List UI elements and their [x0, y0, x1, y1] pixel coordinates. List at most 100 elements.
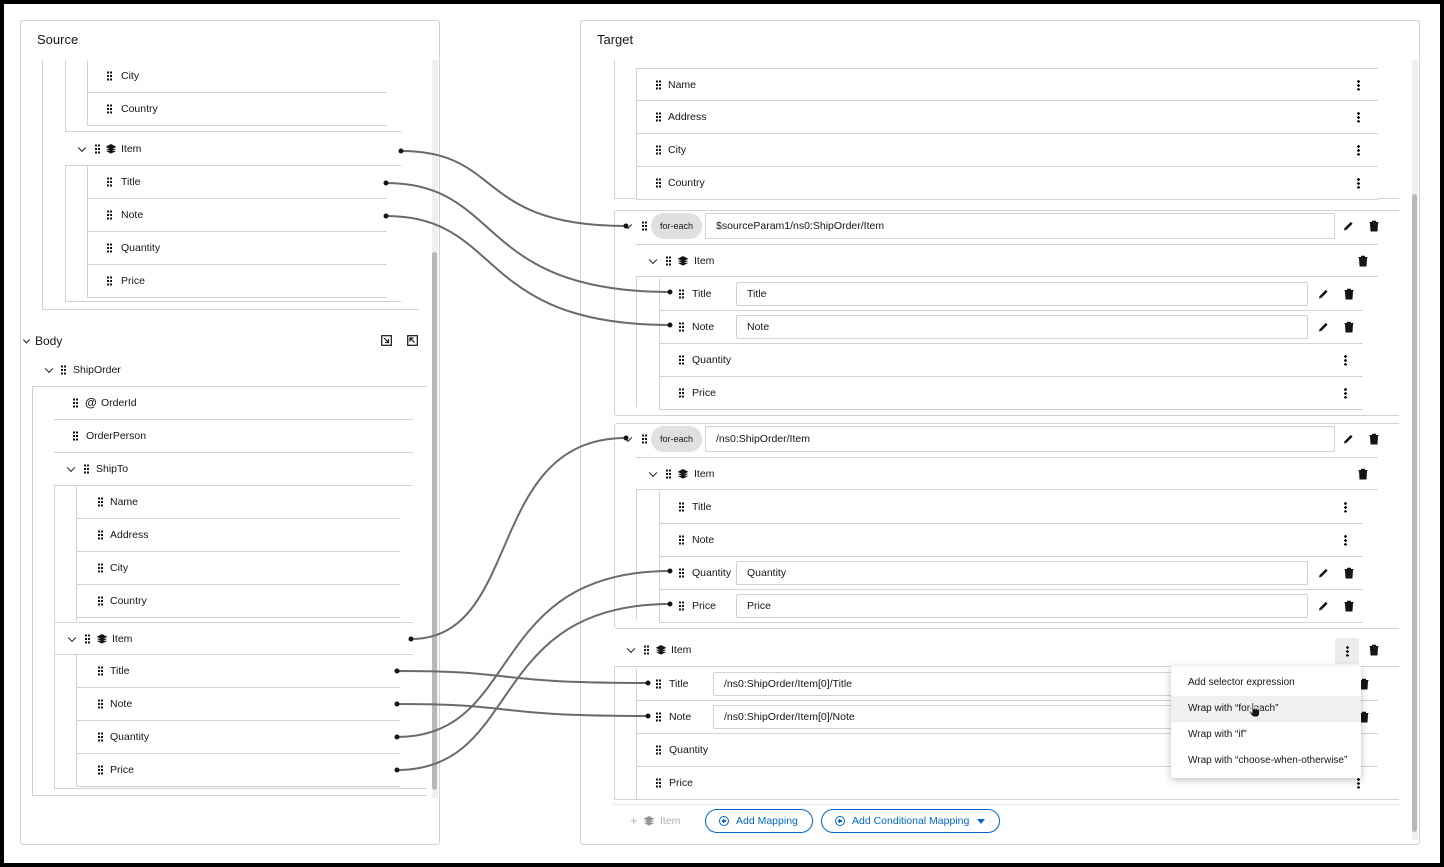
kebab-menu-icon[interactable] [1357, 777, 1360, 789]
target-country-row[interactable]: Country [636, 167, 1378, 200]
drag-handle-icon[interactable] [642, 221, 647, 231]
expand-all-icon[interactable] [407, 335, 418, 346]
drag-handle-icon[interactable] [98, 666, 103, 676]
mapping-expression-field[interactable]: Note [736, 315, 1308, 339]
drag-handle-icon[interactable] [679, 502, 684, 512]
source-shipto-row[interactable]: ShipTo [54, 453, 413, 486]
kebab-menu-icon[interactable] [1345, 645, 1349, 657]
source-shiporder-row[interactable]: ShipOrder [32, 354, 427, 387]
trash-icon[interactable] [1369, 220, 1379, 232]
pencil-icon[interactable] [1318, 601, 1329, 612]
pencil-icon[interactable] [1343, 434, 1354, 445]
drag-handle-icon[interactable] [656, 778, 661, 788]
drag-handle-icon[interactable] [644, 645, 649, 655]
drag-handle-icon[interactable] [666, 256, 671, 265]
kebab-menu-button-active[interactable] [1335, 638, 1359, 664]
chevron-down-icon[interactable] [77, 143, 87, 153]
kebab-menu-icon[interactable] [1357, 144, 1360, 156]
source-scrollbar-thumb[interactable] [432, 252, 437, 790]
for-each-1-item-row[interactable]: Item [636, 244, 1378, 277]
for-each-2-item-row[interactable]: Item [636, 457, 1378, 490]
source-param-title-row[interactable]: Title [87, 166, 387, 199]
drag-handle-icon[interactable] [98, 530, 103, 540]
kebab-menu-icon[interactable] [1357, 177, 1360, 189]
trash-icon[interactable] [1344, 321, 1354, 333]
chevron-down-icon[interactable] [67, 633, 77, 642]
drag-handle-icon[interactable] [107, 104, 112, 114]
trash-icon[interactable] [1358, 468, 1368, 479]
source-param-price-row[interactable]: Price [87, 265, 387, 298]
source-param-quantity-row[interactable]: Quantity [87, 232, 387, 265]
mapping-expression-field[interactable]: Quantity [736, 561, 1308, 585]
add-conditional-mapping-button[interactable]: Add Conditional Mapping [821, 809, 1001, 833]
target-address-row[interactable]: Address [636, 101, 1378, 134]
source-body-header[interactable]: Body [20, 330, 425, 352]
drag-handle-icon[interactable] [107, 71, 112, 81]
drag-handle-icon[interactable] [73, 398, 78, 408]
chevron-down-icon[interactable] [626, 644, 636, 654]
drag-handle-icon[interactable] [679, 388, 684, 398]
trash-icon[interactable] [1359, 711, 1369, 723]
kebab-menu-icon[interactable] [1344, 501, 1347, 513]
drag-handle-icon[interactable] [73, 431, 78, 441]
trash-icon[interactable] [1344, 288, 1354, 300]
drag-handle-icon[interactable] [679, 535, 684, 545]
for-each-1-expression-field[interactable]: $sourceParam1/ns0:ShipOrder/Item [705, 213, 1335, 239]
source-param-country-row[interactable]: Country [87, 93, 387, 126]
source-note-row[interactable]: Note [76, 688, 400, 721]
kebab-menu-icon[interactable] [1357, 79, 1360, 90]
pencil-icon[interactable] [1318, 322, 1329, 333]
drag-handle-icon[interactable] [98, 699, 103, 709]
for-each-2-note-row[interactable]: Note [659, 524, 1363, 557]
trash-icon[interactable] [1369, 644, 1379, 656]
drag-handle-icon[interactable] [666, 469, 671, 478]
drag-handle-icon[interactable] [84, 464, 89, 474]
for-each-2-price-row[interactable]: Price Price [659, 590, 1363, 623]
drag-handle-icon[interactable] [656, 745, 661, 755]
target-scrollbar-thumb[interactable] [1412, 194, 1417, 832]
drag-handle-icon[interactable] [61, 365, 66, 375]
trash-icon[interactable] [1358, 255, 1368, 266]
mapping-expression-field[interactable]: Title [736, 282, 1308, 306]
drag-handle-icon[interactable] [679, 355, 684, 365]
drag-handle-icon[interactable] [656, 178, 661, 188]
source-title-row[interactable]: Title [76, 655, 400, 688]
menu-wrap-with-choose[interactable]: Wrap with “choose-when-otherwise” [1188, 755, 1348, 766]
source-param-item-row[interactable]: Item [65, 133, 401, 166]
trash-icon[interactable] [1344, 600, 1354, 612]
source-param-city-row[interactable]: City [87, 60, 387, 93]
drag-handle-icon[interactable] [107, 276, 112, 286]
source-address-row[interactable]: Address [76, 519, 400, 552]
source-quantity-row[interactable]: Quantity [76, 721, 400, 754]
source-price-row[interactable]: Price [76, 754, 400, 787]
drag-handle-icon[interactable] [107, 177, 112, 187]
drag-handle-icon[interactable] [85, 634, 90, 643]
for-each-2-title-row[interactable]: Title [659, 491, 1363, 524]
source-country-row[interactable]: Country [76, 585, 400, 618]
drag-handle-icon[interactable] [98, 497, 103, 507]
drag-handle-icon[interactable] [98, 563, 103, 573]
chevron-down-icon[interactable] [648, 255, 658, 264]
add-mapping-button[interactable]: Add Mapping [705, 809, 813, 833]
target-city-row[interactable]: City [636, 134, 1378, 167]
drag-handle-icon[interactable] [642, 434, 647, 444]
chevron-down-icon[interactable] [22, 336, 31, 344]
drag-handle-icon[interactable] [679, 322, 684, 332]
kebab-menu-icon[interactable] [1357, 111, 1360, 123]
source-item-row[interactable]: Item [54, 622, 413, 655]
source-orderperson-row[interactable]: OrderPerson [54, 420, 413, 453]
kebab-menu-icon[interactable] [1344, 387, 1347, 399]
drag-handle-icon[interactable] [95, 144, 100, 154]
drag-handle-icon[interactable] [107, 210, 112, 220]
trash-icon[interactable] [1344, 567, 1354, 579]
pencil-icon[interactable] [1318, 568, 1329, 579]
drag-handle-icon[interactable] [107, 243, 112, 253]
item-3-row[interactable]: Item [614, 634, 1399, 667]
drag-handle-icon[interactable] [679, 601, 684, 611]
drag-handle-icon[interactable] [656, 80, 661, 89]
kebab-menu-icon[interactable] [1344, 354, 1347, 366]
drag-handle-icon[interactable] [98, 596, 103, 606]
for-each-1-title-row[interactable]: Title Title [659, 278, 1363, 311]
pencil-icon[interactable] [1318, 289, 1329, 300]
for-each-1-price-row[interactable]: Price [659, 377, 1363, 410]
